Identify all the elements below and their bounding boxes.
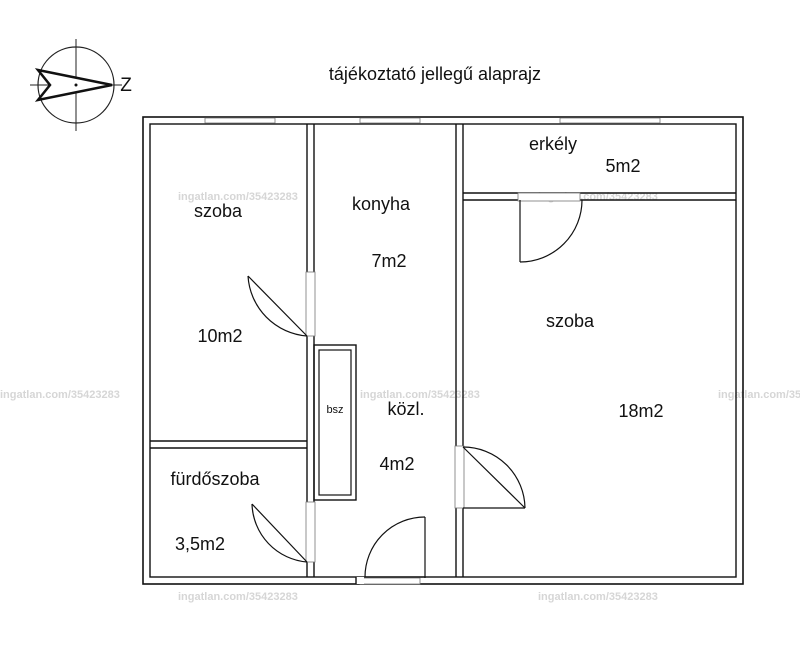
room-label-furdoszoba: fürdőszoba <box>170 469 260 489</box>
room-area-szoba-1: 10m2 <box>197 326 242 346</box>
watermark: ingatlan.com/35423283 <box>0 389 120 401</box>
room-area-konyha: 7m2 <box>371 251 406 271</box>
room-label-szoba-1: szoba <box>194 201 243 221</box>
entrance-gap <box>356 577 364 584</box>
doors <box>247 192 583 578</box>
watermark: ingatlan.com/35423283 <box>538 591 658 603</box>
room-label-konyha: konyha <box>352 194 411 214</box>
bsz-label: bsz <box>326 404 343 416</box>
room-label-kozl: közl. <box>387 399 424 419</box>
room-label-szoba-2: szoba <box>546 311 595 331</box>
compass-label: Z <box>120 75 132 96</box>
room-area-szoba-2: 18m2 <box>618 401 663 421</box>
watermark: ingatlan.com/35423283 <box>178 191 298 203</box>
walls <box>142 116 744 585</box>
north-arrow-icon <box>30 39 122 131</box>
room-area-erkely: 5m2 <box>605 156 640 176</box>
plan-title: tájékoztató jellegű alaprajz <box>329 64 541 84</box>
watermark: ingatlan.com/35423283 <box>178 591 298 603</box>
windows <box>204 117 661 585</box>
room-area-furdoszoba: 3,5m2 <box>175 534 225 554</box>
room-label-erkely: erkély <box>529 134 577 154</box>
watermark: ingatlan.com/35423283 <box>360 389 480 401</box>
room-area-kozl: 4m2 <box>379 454 414 474</box>
watermark: ingatlan.com/35423283 <box>718 389 800 401</box>
